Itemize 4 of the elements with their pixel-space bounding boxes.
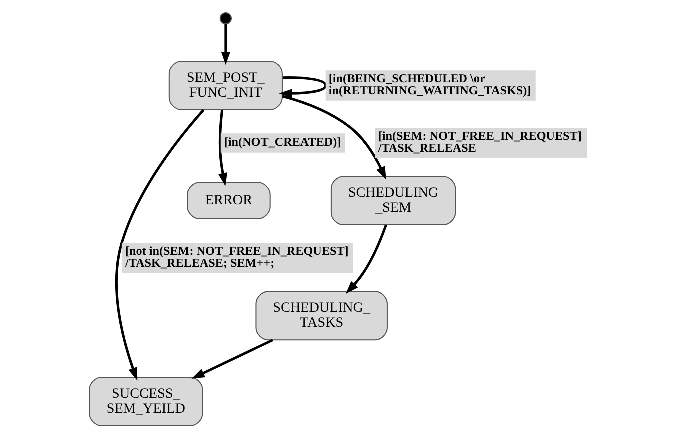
edge-label: [in(SEM: NOT_FREE_IN_REQUEST] /TASK_RELEASE	[378, 128, 582, 154]
edge-label: [in(NOT_CREATED)]	[224, 134, 342, 148]
edge-label: [in(BEING_SCHEDULED \or in(RETURNING_WAITING_TASKS)]	[328, 70, 532, 97]
edge-label: [not in(SEM: NOT_FREE_IN_REQUEST] /TASK_RELEASE; SEM++;	[125, 243, 349, 270]
